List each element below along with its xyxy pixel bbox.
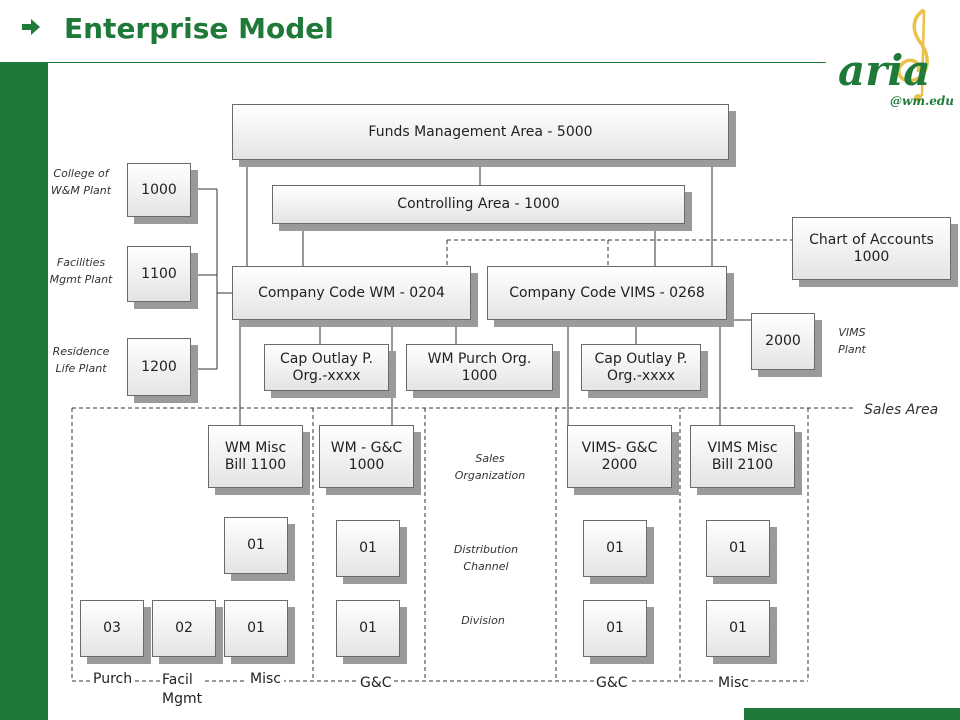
vims-misc-bill-box: VIMS Misc Bill 2100 xyxy=(690,425,795,488)
chart-of-accounts-box: Chart of Accounts 1000 xyxy=(792,217,951,280)
division-label: Division xyxy=(461,614,505,627)
controlling-area-box: Controlling Area - 1000 xyxy=(272,185,685,224)
misc-label: Misc xyxy=(247,671,284,688)
company-code-wm-box: Company Code WM - 0204 xyxy=(232,266,471,320)
facil-mgmt-label: Facil Mgmt xyxy=(162,671,203,709)
division-box: 03 xyxy=(80,600,144,657)
distribution-channel-box: 01 xyxy=(706,520,770,577)
page-title: Enterprise Model xyxy=(20,12,334,45)
plant-2000-box: 2000 xyxy=(751,313,815,370)
division-box: 01 xyxy=(706,600,770,657)
logo-text: aria xyxy=(838,46,931,95)
company-code-vims-box: Company Code VIMS - 0268 xyxy=(487,266,727,320)
logo-subtext: @wm.edu xyxy=(890,94,954,108)
vims-gc-box: VIMS- G&C 2000 xyxy=(567,425,672,488)
title-divider xyxy=(0,62,826,63)
college-plant-label: College of W&M Plant xyxy=(50,167,112,197)
wm-purch-org-box: WM Purch Org. 1000 xyxy=(406,344,553,391)
distribution-channel-box: 01 xyxy=(224,517,288,574)
cap-outlay-vims-box: Cap Outlay P. Org.-xxxx xyxy=(581,344,701,391)
sales-organization-label: Sales Organization xyxy=(454,452,526,482)
plant-1100-box: 1100 xyxy=(127,246,191,302)
plant-1000-box: 1000 xyxy=(127,163,191,217)
cap-outlay-wm-box: Cap Outlay P. Org.-xxxx xyxy=(264,344,389,391)
wm-misc-bill-box: WM Misc Bill 1100 xyxy=(208,425,303,488)
division-box: 02 xyxy=(152,600,216,657)
facilities-plant-label: Facilities Mgmt Plant xyxy=(49,256,113,286)
treble-clef-icon xyxy=(897,8,929,102)
distribution-channel-label: Distribution Channel xyxy=(453,543,519,573)
residence-plant-label: Residence Life Plant xyxy=(52,345,110,375)
bottom-accent-bar xyxy=(744,708,960,720)
aria-logo: aria @wm.edu xyxy=(836,6,954,110)
plant-1200-box: 1200 xyxy=(127,338,191,396)
sales-area-label: Sales Area xyxy=(864,402,939,418)
division-box: 01 xyxy=(336,600,400,657)
division-box: 01 xyxy=(583,600,647,657)
gc-label: G&C xyxy=(358,675,394,692)
misc-label: Misc xyxy=(716,675,751,692)
funds-management-area-box: Funds Management Area - 5000 xyxy=(232,104,729,160)
title-text: Enterprise Model xyxy=(64,12,334,45)
right-arrow-icon xyxy=(20,12,50,45)
distribution-channel-box: 01 xyxy=(336,520,400,577)
gc-label: G&C xyxy=(594,675,630,692)
distribution-channel-box: 01 xyxy=(583,520,647,577)
purch-label: Purch xyxy=(90,671,136,688)
wm-gc-box: WM - G&C 1000 xyxy=(319,425,414,488)
left-accent-bar xyxy=(0,63,48,720)
division-box: 01 xyxy=(224,600,288,657)
vims-plant-label: VIMS Plant xyxy=(838,326,866,356)
